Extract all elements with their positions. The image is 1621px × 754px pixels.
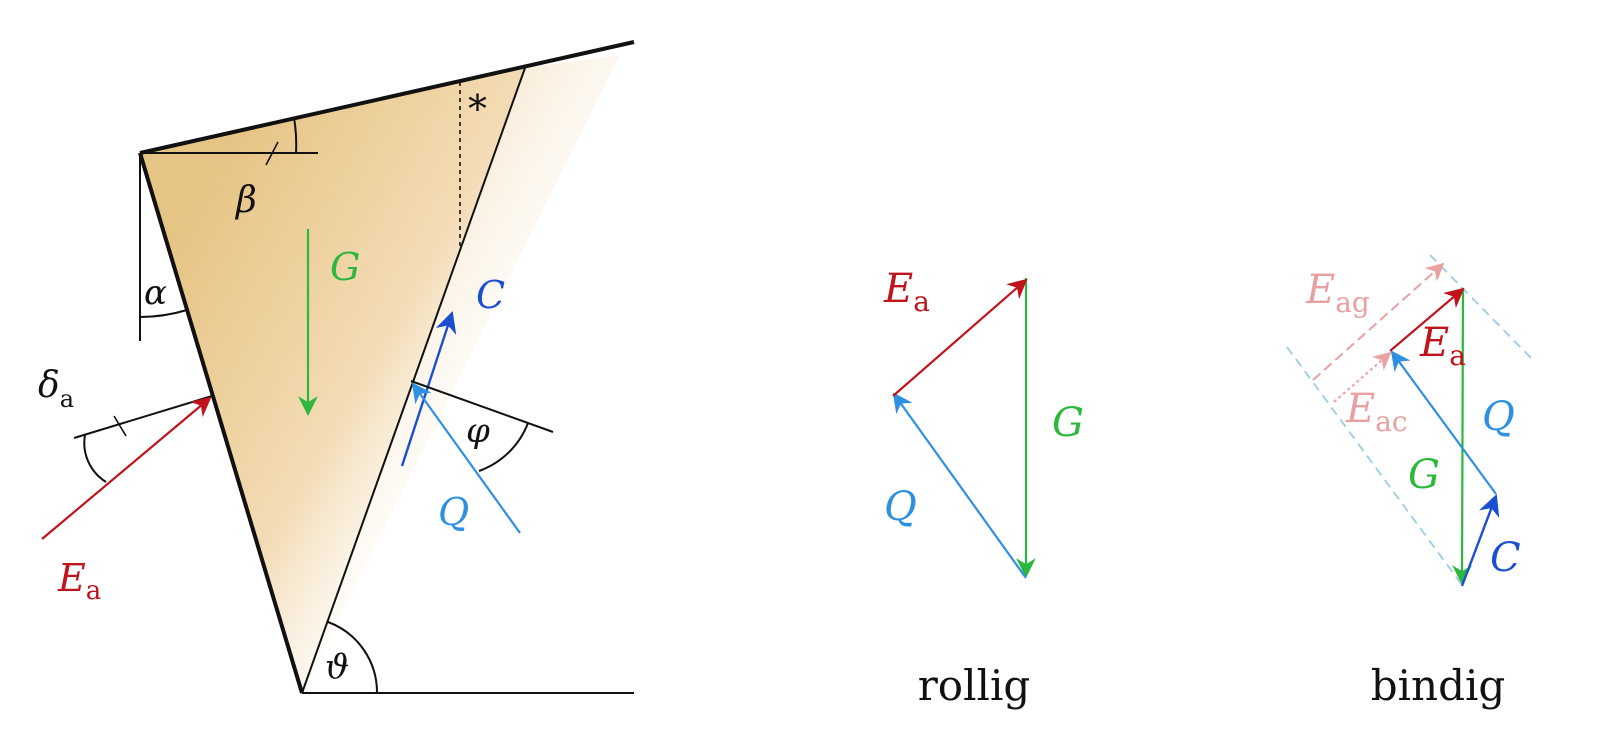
bindig-Ea-label: Ea: [1419, 320, 1466, 372]
force-C-label: C: [476, 273, 505, 317]
force-Ea-arrow: [41, 396, 212, 540]
bindig-Q-arrow: [1390, 350, 1497, 495]
delta-symbol: δ: [38, 365, 60, 406]
beta-arc: [293, 117, 298, 154]
delta-normal-line: [73, 395, 213, 439]
force-Ea-label: Ea: [57, 556, 101, 606]
rollig-Q-label: Q: [884, 484, 917, 530]
star-label: *: [468, 87, 487, 131]
alpha-arc: [139, 309, 188, 318]
bindig-Eac-label: Eac: [1345, 386, 1408, 438]
guide-line-lower: [1286, 346, 1463, 586]
bindig-caption: bindig: [1371, 661, 1506, 710]
bindig-Ea-arrow: [1389, 287, 1465, 352]
delta-subscript: a: [60, 385, 74, 413]
rollig-Q-arrow: [892, 392, 1027, 579]
bindig-C-arrow: [1460, 493, 1500, 587]
theta-arc: [327, 621, 379, 694]
force-G-label: G: [330, 245, 360, 289]
delta-arc: [83, 434, 107, 483]
bindig-Eac-subscript: ac: [1375, 405, 1407, 438]
wall-back: [138, 152, 304, 694]
force-Ea-subscript: a: [86, 576, 102, 606]
delta-tick: [113, 415, 127, 437]
rollig-caption: rollig: [918, 661, 1031, 710]
force-Q-label: Q: [438, 490, 469, 534]
bindig-G-arrow: [1452, 287, 1472, 585]
sliding-wedge: [140, 68, 525, 693]
soil-shade: [302, 55, 620, 693]
force-polygon-rollig: Ea G Q rollig: [883, 266, 1084, 710]
force-Ea-symbol: E: [57, 556, 86, 600]
phi-label: φ: [466, 411, 490, 451]
ground-surface: [139, 40, 635, 155]
alpha-label: α: [144, 273, 167, 313]
rollig-Ea-subscript: a: [913, 285, 930, 318]
phi-normal-line: [410, 380, 554, 433]
beta-label: β: [234, 180, 257, 221]
bindig-C-label: C: [1490, 535, 1521, 581]
bindig-Q-label: Q: [1482, 394, 1515, 440]
bindig-G-label: G: [1408, 452, 1440, 498]
rollig-Ea-symbol: E: [883, 266, 913, 312]
delta-label: δa: [38, 365, 74, 413]
bindig-Eac-arrow: [1333, 351, 1392, 403]
bindig-Eag-symbol: E: [1305, 267, 1335, 313]
force-Q-arrow: [411, 382, 521, 534]
guide-line-upper: [1429, 254, 1532, 359]
slip-plane: [301, 67, 526, 694]
theta-label: ϑ: [325, 647, 349, 687]
bindig-Eag-subscript: ag: [1335, 286, 1370, 319]
bindig-Eac-symbol: E: [1345, 386, 1375, 432]
phi-arc: [478, 422, 529, 472]
beta-tick: [265, 141, 279, 166]
force-polygon-bindig: Eag Ea Eac Q G C bindig: [1286, 254, 1532, 710]
rollig-Ea-arrow: [892, 278, 1028, 397]
rollig-Ea-label: Ea: [883, 266, 930, 318]
bindig-Ea-symbol: E: [1419, 320, 1449, 366]
wedge-figure: β α ϑ * G C φ Q δa Ea: [38, 40, 635, 694]
rollig-G-label: G: [1052, 400, 1084, 446]
bindig-Eag-label: Eag: [1305, 267, 1370, 319]
bindig-Ea-subscript: a: [1449, 339, 1466, 372]
